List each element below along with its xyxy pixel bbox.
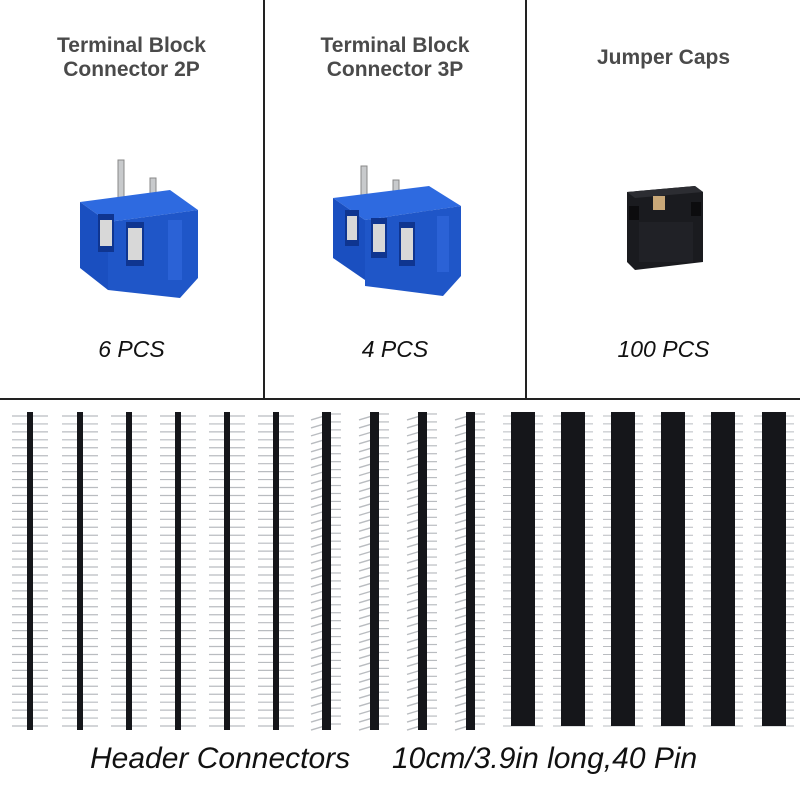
caption: Header Connectors 10cm/3.9in long,40 Pin <box>0 742 800 782</box>
caption-left: Header Connectors <box>90 742 351 775</box>
panel-divider-right <box>525 0 527 400</box>
header-connectors-image <box>12 412 794 731</box>
quantity-label: 6 PCS <box>98 336 165 362</box>
male-header-strip <box>12 412 48 730</box>
male-header-strips <box>12 412 294 730</box>
section-divider <box>0 398 800 400</box>
right-angle-header-strip <box>454 412 485 731</box>
quantity-label: 4 PCS <box>361 336 429 362</box>
panel-title: Terminal Block Connector 2P <box>57 34 206 82</box>
panel-divider-left <box>263 0 265 400</box>
terminal-block-3p-image <box>333 165 461 296</box>
right-angle-header-strip <box>358 412 389 731</box>
right-angle-header-strip <box>406 412 437 731</box>
female-header-strip <box>703 412 743 727</box>
title-line-2: Connector 2P <box>63 58 200 81</box>
terminal-block-2p-image <box>80 159 198 298</box>
female-header-strip <box>653 412 693 727</box>
panel-terminal-2p: Terminal Block Connector 2P 6 PCS <box>0 0 263 398</box>
panel-title: Terminal Block Connector 3P <box>321 34 470 82</box>
panel-title: Jumper Caps <box>597 46 730 70</box>
male-header-strip <box>258 412 294 730</box>
female-header-strip <box>503 412 543 727</box>
panel-terminal-3p: Terminal Block Connector 3P 4 PCS <box>265 0 525 398</box>
male-header-strip <box>160 412 196 730</box>
male-header-strip <box>111 412 147 730</box>
panel-jumper-caps: Jumper Caps 100 PCS <box>527 0 800 398</box>
right-angle-header-strips <box>310 412 485 731</box>
male-header-strip <box>62 412 98 730</box>
title-line-1: Terminal Block <box>57 34 206 57</box>
right-angle-header-strip <box>310 412 341 731</box>
title-line-1: Terminal Block <box>320 34 470 57</box>
female-header-strip <box>603 412 643 727</box>
jumper-cap-image <box>627 186 703 270</box>
female-header-strips <box>503 412 794 727</box>
quantity-label: 100 PCS <box>617 336 710 362</box>
title-line-2: Connector 3P <box>326 58 464 81</box>
female-header-strip <box>754 412 794 727</box>
title-line-1: Jumper Caps <box>596 46 731 69</box>
male-header-strip <box>209 412 245 730</box>
female-header-strip <box>553 412 593 727</box>
caption-right: 10cm/3.9in long,40 Pin <box>392 742 698 775</box>
